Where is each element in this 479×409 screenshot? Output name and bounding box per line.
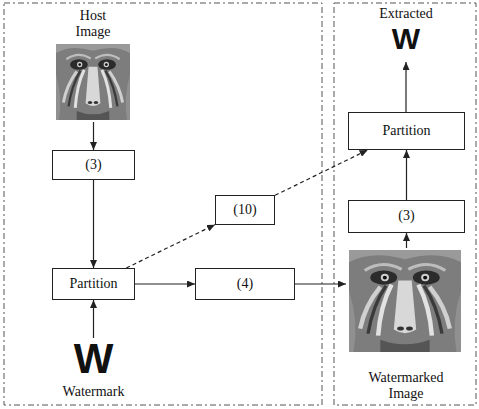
flow-arrow [405,62,406,112]
watermark-letter: W [392,24,420,54]
image-label: Host Image [67,8,119,40]
box-label: Partition [69,276,117,292]
sender-frame [4,3,322,405]
box-label: (3) [398,208,414,224]
box-label: Partition [382,123,430,139]
box-label: (4) [237,276,253,292]
image-node: Watermarked Image [346,248,466,404]
process-box: (10) [215,195,275,225]
flow-arrow [406,150,407,200]
flow-arrow [126,225,215,268]
extracted-node: ExtractedW [361,6,451,62]
flow-arrow [406,233,407,248]
image-node: Host Image [54,8,132,122]
flow-arrow [295,283,346,284]
process-box: Partition [52,268,135,300]
flow-arrow [93,180,94,268]
image-label: Watermark [63,384,125,400]
box-label: (10) [233,202,256,218]
host-image-picture [56,44,130,120]
receiver-frame [334,3,476,405]
flow-arrow [93,300,94,338]
process-box: (4) [195,268,295,300]
process-box: (3) [348,200,465,233]
box-label: (3) [85,157,101,173]
process-box: (3) [52,150,135,180]
image-label: Watermarked Image [362,370,450,402]
flow-arrow [135,283,195,284]
image-label: Extracted [379,6,433,22]
process-box: Partition [348,112,465,150]
watermark-node: W Watermark [52,338,135,404]
flow-arrow [93,122,94,150]
watermark-letter: W [74,338,114,380]
flow-arrow [275,150,368,195]
watermarked-image-picture [349,250,461,352]
